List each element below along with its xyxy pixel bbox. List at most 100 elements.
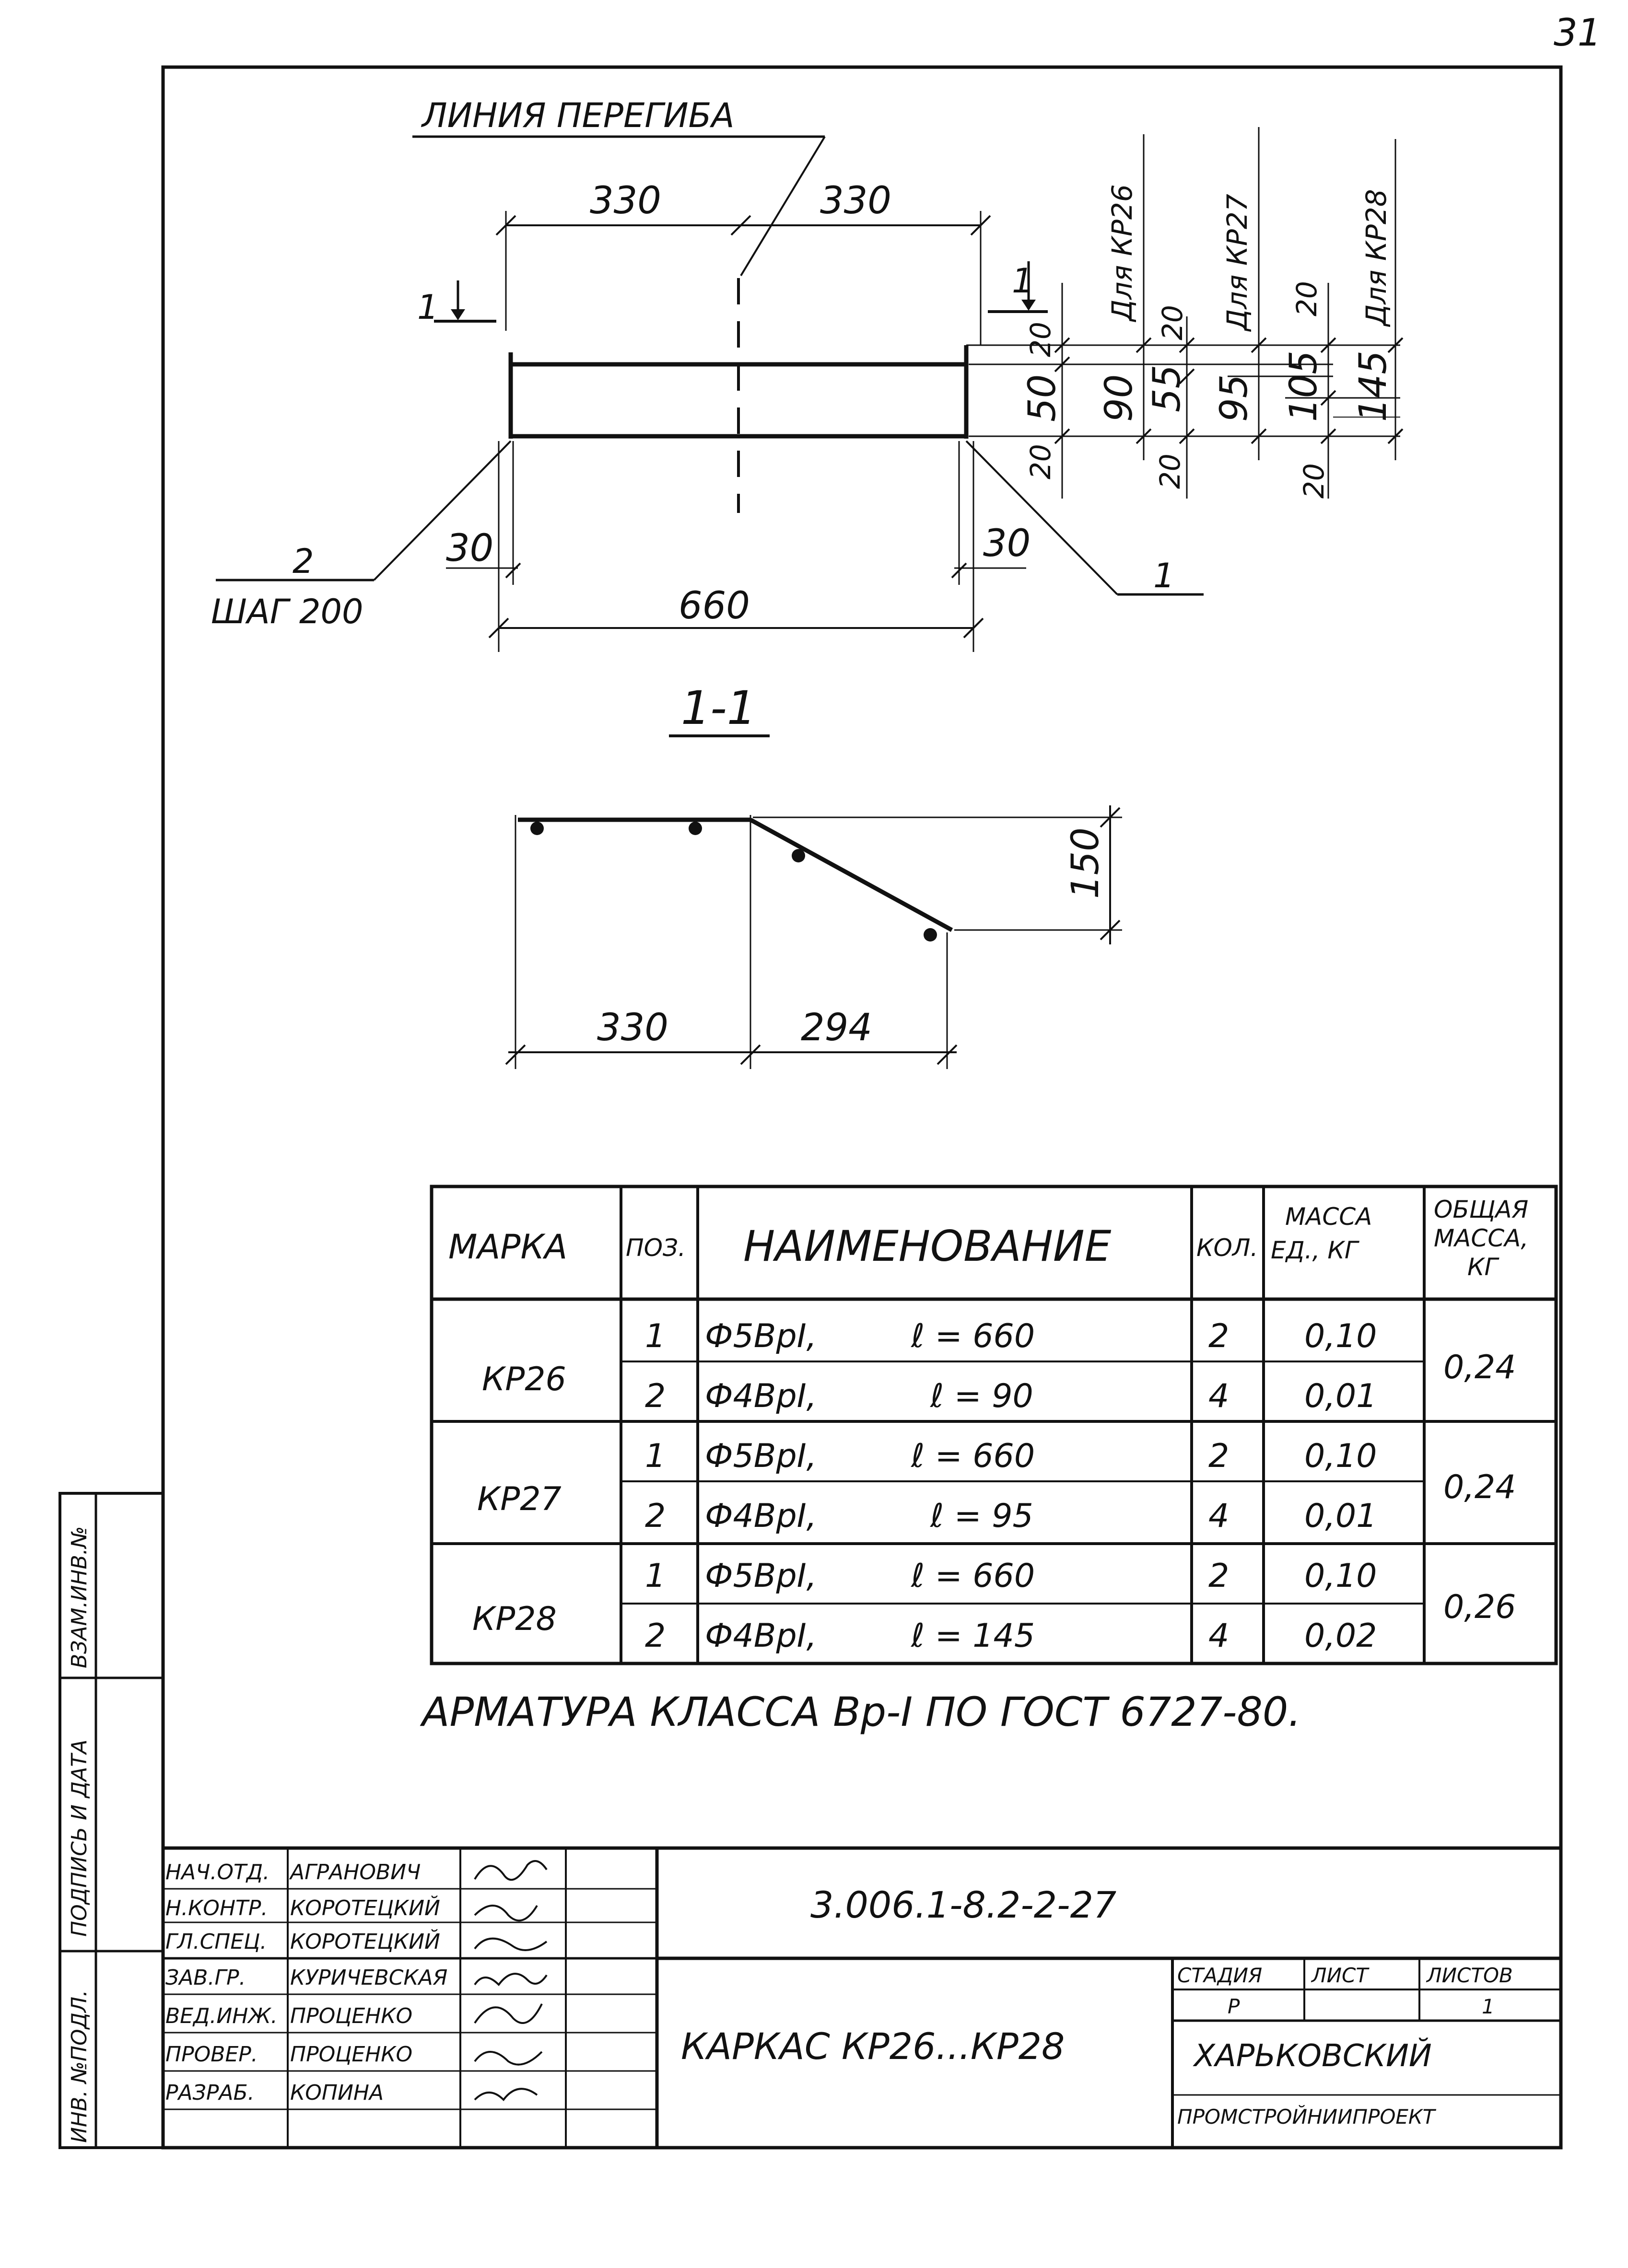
dim-half-left: 330 (590, 179, 661, 222)
sheet-number: 31 (1554, 12, 1601, 55)
title-block: НАЧ.ОТД. АГРАНОВИЧ Н.КОНТР. КОРОТЕЦКИЙ Г… (163, 1846, 1561, 2148)
row-name: Ф4ВрI, (705, 1377, 817, 1415)
signer-role: ПРОВЕР. (165, 2042, 258, 2067)
sheets-value: 1 (1482, 1995, 1495, 2018)
stamp-replaces-inventory: ВЗАМ.ИНВ.№ (67, 1526, 92, 1668)
signer-role: ГЛ.СПЕЦ. (165, 1930, 267, 1954)
row-unit-mass: 0,01 (1304, 1497, 1377, 1535)
section-title: 1-1 (681, 681, 756, 735)
variant-kr28-top: 20 (1290, 281, 1323, 316)
row-mark: КР26 (482, 1361, 566, 1398)
row-unit-mass: 0,01 (1304, 1377, 1377, 1415)
signer-name: АГРАНОВИЧ (289, 1860, 421, 1884)
bottom-dimensions: 660 30 30 2 ШАГ 200 1 (211, 440, 1204, 652)
section-rebar-dot (530, 822, 544, 835)
th-unit-mass-1: МАССА (1285, 1203, 1372, 1231)
row-length: ℓ = 660 (911, 1437, 1035, 1475)
row-name: Ф4ВрI, (705, 1617, 817, 1655)
signer-role: РАЗРАБ. (165, 2081, 255, 2105)
th-total-mass-2: МАССА, (1434, 1224, 1528, 1252)
dim-half-right: 330 (820, 179, 891, 222)
dim-overhang-right: 30 (983, 522, 1031, 565)
section-rebar-dot (924, 928, 937, 942)
row-qty: 4 (1208, 1497, 1229, 1535)
signer-name: КОПИНА (290, 2081, 384, 2105)
section-view: 1-1 330 294 150 (505, 681, 1122, 1069)
reinforcement-note: АРМАТУРА КЛАССА Вр-I ПО ГОСТ 6727-80. (420, 1688, 1301, 1735)
row-unit-mass: 0,10 (1304, 1437, 1377, 1475)
stage-value: Р (1228, 1995, 1240, 2018)
variant-kr26-top: 20 (1024, 322, 1057, 357)
row-qty: 2 (1208, 1317, 1229, 1355)
organization-line-1: ХАРЬКОВСКИЙ (1193, 2037, 1432, 2074)
row-qty: 4 (1208, 1377, 1229, 1415)
plan-view: ЛИНИЯ ПЕРЕГИБА 330 330 1 1 (412, 96, 1400, 513)
row-length: ℓ = 90 (930, 1377, 1033, 1415)
signature-scribbles (474, 1860, 548, 2102)
position-1-label: 1 (1153, 556, 1175, 595)
row-name: Ф5ВрI, (705, 1557, 817, 1595)
signer-name: ПРОЦЕНКО (290, 2004, 412, 2028)
variant-kr26-mid: 50 (1021, 374, 1064, 422)
signer-role: ВЕД.ИНЖ. (165, 2004, 278, 2028)
row-total-mass: 0,26 (1443, 1588, 1516, 1626)
signer-name: КОРОТЕЦКИЙ (290, 1895, 440, 1920)
variant-kr27-top: 20 (1156, 305, 1189, 340)
row-pos: 1 (645, 1557, 666, 1595)
signer-role: ЗАВ.ГР. (165, 1966, 246, 1990)
variant-kr28-bottom: 20 (1298, 463, 1330, 499)
th-name: НАИМЕНОВАНИЕ (743, 1221, 1112, 1271)
th-total-mass-3: КГ (1467, 1253, 1499, 1281)
row-mark: КР27 (477, 1480, 562, 1518)
row-total-mass: 0,24 (1443, 1468, 1516, 1506)
row-name: Ф4ВрI, (705, 1497, 817, 1535)
variant-kr28-label: Для КР28 (1360, 189, 1393, 327)
stamp-inventory-original: ИНВ. №ПОДЛ. (67, 1990, 92, 2143)
section-rebar-dot (792, 849, 805, 862)
variant-kr27-total: 95 (1213, 374, 1256, 422)
row-total-mass: 0,24 (1443, 1349, 1516, 1386)
signer-name: ПРОЦЕНКО (290, 2042, 412, 2067)
row-length: ℓ = 660 (911, 1317, 1035, 1355)
row-length: ℓ = 145 (911, 1617, 1035, 1655)
variant-kr27-label: Для КР27 (1221, 194, 1253, 332)
stage-label: СТАДИЯ (1177, 1964, 1262, 1987)
row-unit-mass: 0,10 (1304, 1317, 1377, 1355)
th-mark: МАРКА (448, 1227, 567, 1267)
row-pos: 1 (645, 1317, 666, 1355)
variant-kr27-mid: 55 (1146, 365, 1189, 412)
row-qty: 2 (1208, 1437, 1229, 1475)
signer-role: Н.КОНТР. (165, 1896, 268, 1920)
row-name: Ф5ВрI, (705, 1317, 817, 1355)
position-2-label: 2 (293, 542, 314, 581)
th-unit-mass-2: ЕД., КГ (1271, 1236, 1360, 1264)
position-2-step: ШАГ 200 (211, 592, 363, 631)
row-qty: 4 (1208, 1617, 1229, 1655)
spec-table: МАРКА ПОЗ. НАИМЕНОВАНИЕ КОЛ. МАССА ЕД., … (430, 1185, 1558, 1665)
variant-kr26-label: Для КР26 (1106, 184, 1138, 323)
variant-dimensions: Для КР26 20 50 90 20 Для КР27 20 55 95 2… (1021, 127, 1404, 499)
section-dim-height: 150 (1064, 827, 1107, 899)
row-unit-mass: 0,02 (1304, 1617, 1377, 1655)
stamp-signature-date: ПОДПИСЬ И ДАТА (67, 1740, 92, 1937)
drawing-title: КАРКАС КР26...КР28 (681, 2025, 1065, 2068)
variant-kr28-mid: 105 (1282, 350, 1325, 422)
section-marker-right: 1 (1012, 261, 1033, 301)
sheet-frame (161, 65, 1563, 2150)
row-mark: КР28 (472, 1600, 557, 1638)
variant-kr28-total: 145 (1352, 350, 1395, 422)
row-length: ℓ = 95 (930, 1497, 1033, 1535)
th-qty: КОЛ. (1196, 1234, 1258, 1262)
row-name: Ф5ВрI, (705, 1437, 817, 1475)
row-pos: 2 (645, 1497, 666, 1535)
section-dim-left: 330 (597, 1006, 668, 1049)
th-total-mass-1: ОБЩАЯ (1434, 1196, 1528, 1223)
variant-kr27-bottom: 20 (1154, 454, 1186, 489)
dim-overhang-left: 30 (446, 527, 493, 570)
variant-kr26-bottom: 20 (1024, 444, 1057, 479)
document-code: 3.006.1-8.2-2-27 (810, 1884, 1116, 1926)
sheets-label: ЛИСТОВ (1426, 1964, 1513, 1987)
row-pos: 2 (645, 1377, 666, 1415)
signer-name: КОРОТЕЦКИЙ (290, 1929, 440, 1954)
